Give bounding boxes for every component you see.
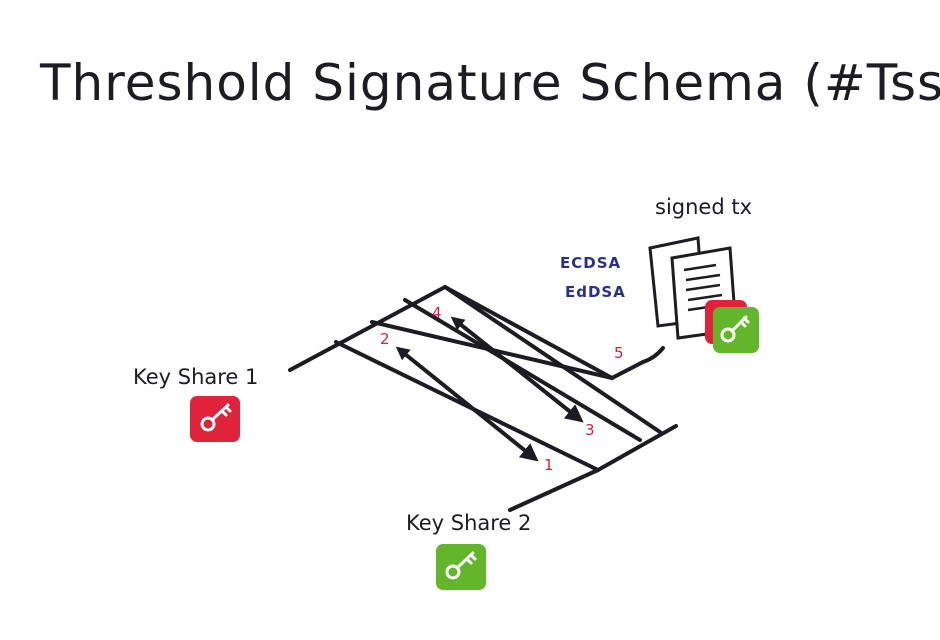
step-1-label: 1 xyxy=(544,456,554,474)
step-3-label: 3 xyxy=(585,421,595,439)
diagram-title: Threshold Signature Schema (#Tss) xyxy=(39,54,940,112)
document-stack-icon xyxy=(648,236,738,340)
key-share-2-icon xyxy=(436,544,486,590)
combined-key-icon xyxy=(705,300,759,353)
algorithm-ecdsa: ECDSA xyxy=(560,254,621,272)
step-5-label: 5 xyxy=(614,344,624,362)
key-share-2-label: Key Share 2 xyxy=(406,511,531,535)
message-arrows xyxy=(395,316,584,462)
signed-tx-label: signed tx xyxy=(655,195,752,219)
step-4-label: 4 xyxy=(432,304,442,322)
communication-channel xyxy=(288,285,678,512)
key-share-1-icon xyxy=(190,396,240,442)
step-2-label: 2 xyxy=(380,330,390,348)
key-share-1-label: Key Share 1 xyxy=(133,365,258,389)
arrow-step-2 xyxy=(395,346,535,459)
algorithm-eddsa: EdDSA xyxy=(565,283,626,301)
arrow-step-4 xyxy=(450,316,580,420)
